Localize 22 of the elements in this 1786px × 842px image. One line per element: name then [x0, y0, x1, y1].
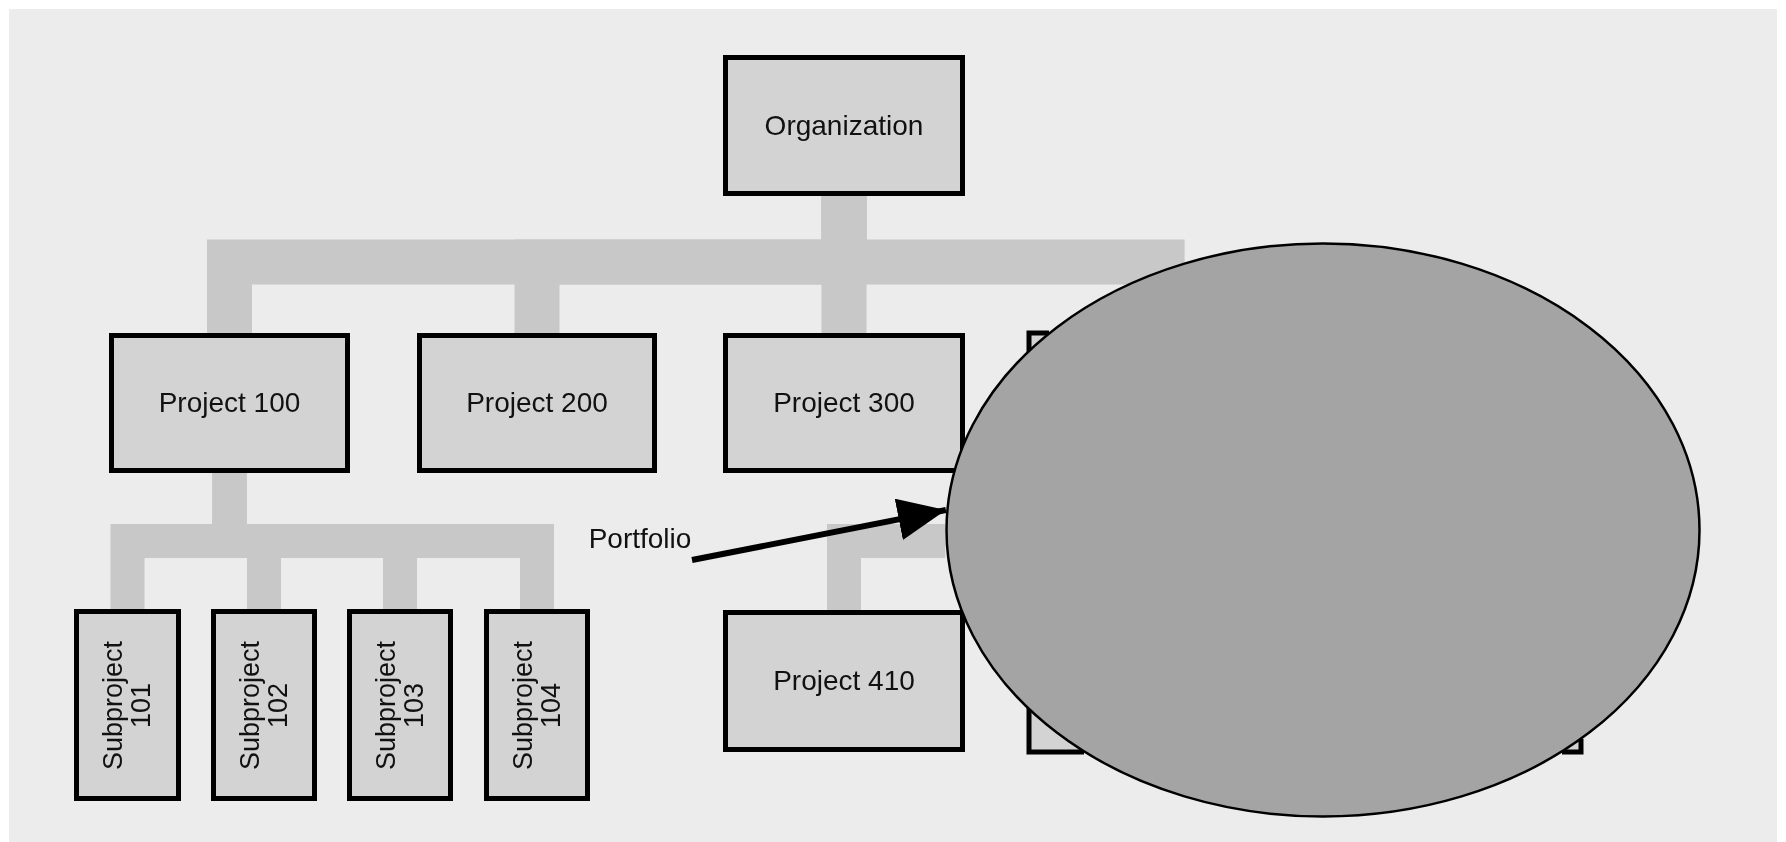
node-label: Project 300 — [773, 387, 915, 419]
org-box — [211, 609, 317, 801]
connector-line — [827, 524, 946, 610]
org-box — [417, 333, 657, 473]
node-label: Organization — [764, 109, 924, 142]
node-label: Subproject 103 — [371, 639, 429, 772]
node-label: Project 100 — [158, 387, 301, 419]
annotation-label: Portfolio — [588, 523, 692, 555]
node-label: Subproject 102 — [235, 639, 293, 772]
org-box — [109, 333, 350, 473]
node-label: Project 410 — [773, 665, 915, 697]
ellipse-shape — [945, 242, 1701, 818]
node-label: Project 200 — [466, 387, 608, 419]
org-box — [723, 610, 965, 752]
org-box — [484, 609, 590, 801]
org-box — [347, 609, 453, 801]
node-label: Subproject 104 — [508, 639, 566, 772]
arrow — [691, 498, 947, 563]
org-box — [723, 333, 965, 473]
node-label: Subproject 101 — [99, 639, 156, 772]
org-box — [723, 55, 965, 196]
org-box — [74, 609, 181, 801]
